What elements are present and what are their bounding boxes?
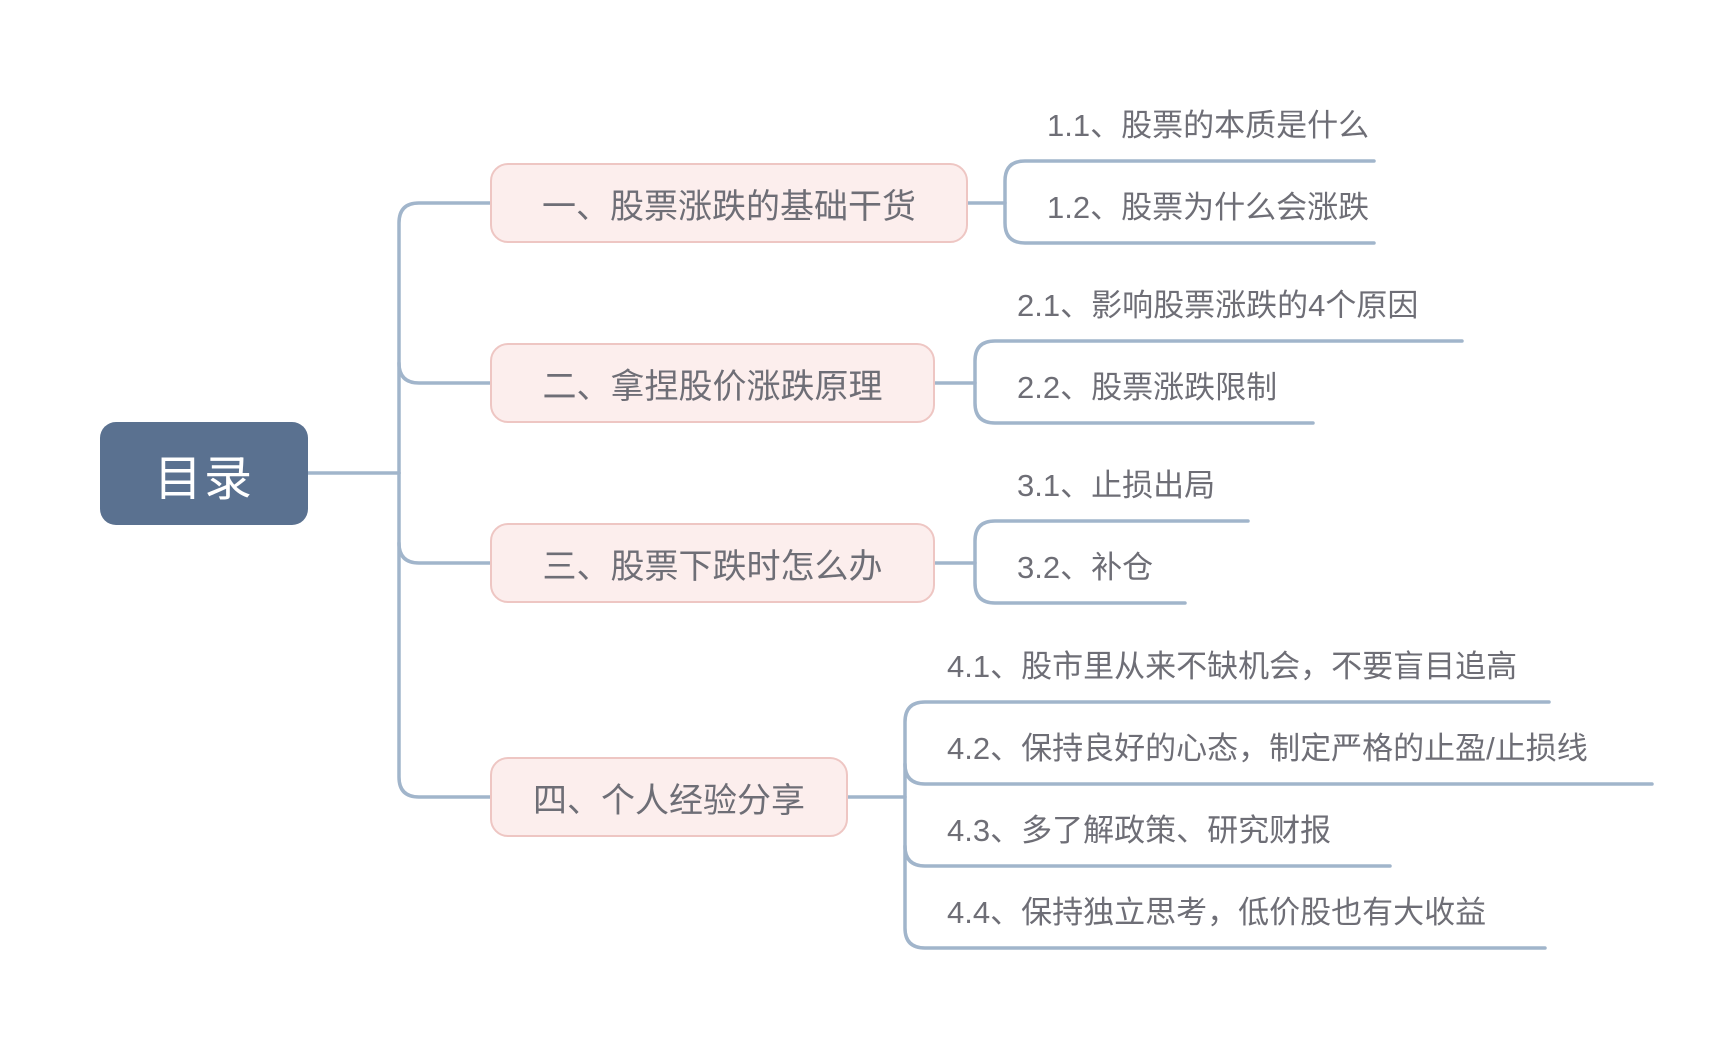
connector-trunk-to-branch-1 [397, 201, 492, 475]
child-node-3-1[interactable]: 3.1、止损出局 [1017, 463, 1215, 521]
child-2-2-label: 2.2、股票涨跌限制 [1017, 370, 1278, 405]
child-node-4-1[interactable]: 4.1、股市里从来不缺机会，不要盲目追高 [947, 644, 1517, 702]
child-node-1-1[interactable]: 1.1、股票的本质是什么 [1047, 103, 1369, 161]
child-1-2-label: 1.2、股票为什么会涨跌 [1047, 190, 1370, 225]
child-node-3-2[interactable]: 3.2、补仓 [1017, 545, 1153, 603]
child-node-4-4[interactable]: 4.4、保持独立思考，低价股也有大收益 [947, 890, 1486, 948]
branch-4-label: 四、个人经验分享 [533, 781, 805, 820]
connector-trunk-to-branch-3 [397, 541, 492, 565]
branch-node-3[interactable]: 三、股票下跌时怎么办 [490, 523, 935, 603]
child-4-4-label: 4.4、保持独立思考，低价股也有大收益 [947, 895, 1487, 930]
branch-node-4[interactable]: 四、个人经验分享 [490, 757, 848, 837]
branch-1-label: 一、股票涨跌的基础干货 [542, 187, 916, 226]
child-node-4-2[interactable]: 4.2、保持良好的心态，制定严格的止盈/止损线 [947, 726, 1588, 784]
child-3-1-label: 3.1、止损出局 [1017, 468, 1216, 503]
branch-node-2[interactable]: 二、拿捏股价涨跌原理 [490, 343, 935, 423]
connector-trunk-to-branch-4 [397, 471, 492, 799]
branch-3-label: 三、股票下跌时怎么办 [542, 547, 883, 586]
child-node-4-3[interactable]: 4.3、多了解政策、研究财报 [947, 808, 1331, 866]
child-1-1-label: 1.1、股票的本质是什么 [1047, 108, 1370, 143]
child-node-2-1[interactable]: 2.1、影响股票涨跌的4个原因 [1017, 283, 1418, 341]
child-node-2-2[interactable]: 2.2、股票涨跌限制 [1017, 365, 1277, 423]
branch-node-1[interactable]: 一、股票涨跌的基础干货 [490, 163, 968, 243]
child-node-1-2[interactable]: 1.2、股票为什么会涨跌 [1047, 185, 1369, 243]
root-topic-label: 目录 [153, 452, 254, 506]
child-4-2-label: 4.2、保持良好的心态，制定严格的止盈/止损线 [947, 731, 1588, 766]
child-4-3-label: 4.3、多了解政策、研究财报 [947, 813, 1332, 848]
connector-trunk-to-branch-2 [397, 361, 492, 385]
child-3-2-label: 3.2、补仓 [1017, 550, 1154, 585]
root-topic-node[interactable]: 目录 [100, 422, 308, 525]
child-2-1-label: 2.1、影响股票涨跌的4个原因 [1017, 288, 1419, 323]
branch-2-label: 二、拿捏股价涨跌原理 [542, 367, 883, 406]
child-4-1-label: 4.1、股市里从来不缺机会，不要盲目追高 [947, 649, 1518, 684]
